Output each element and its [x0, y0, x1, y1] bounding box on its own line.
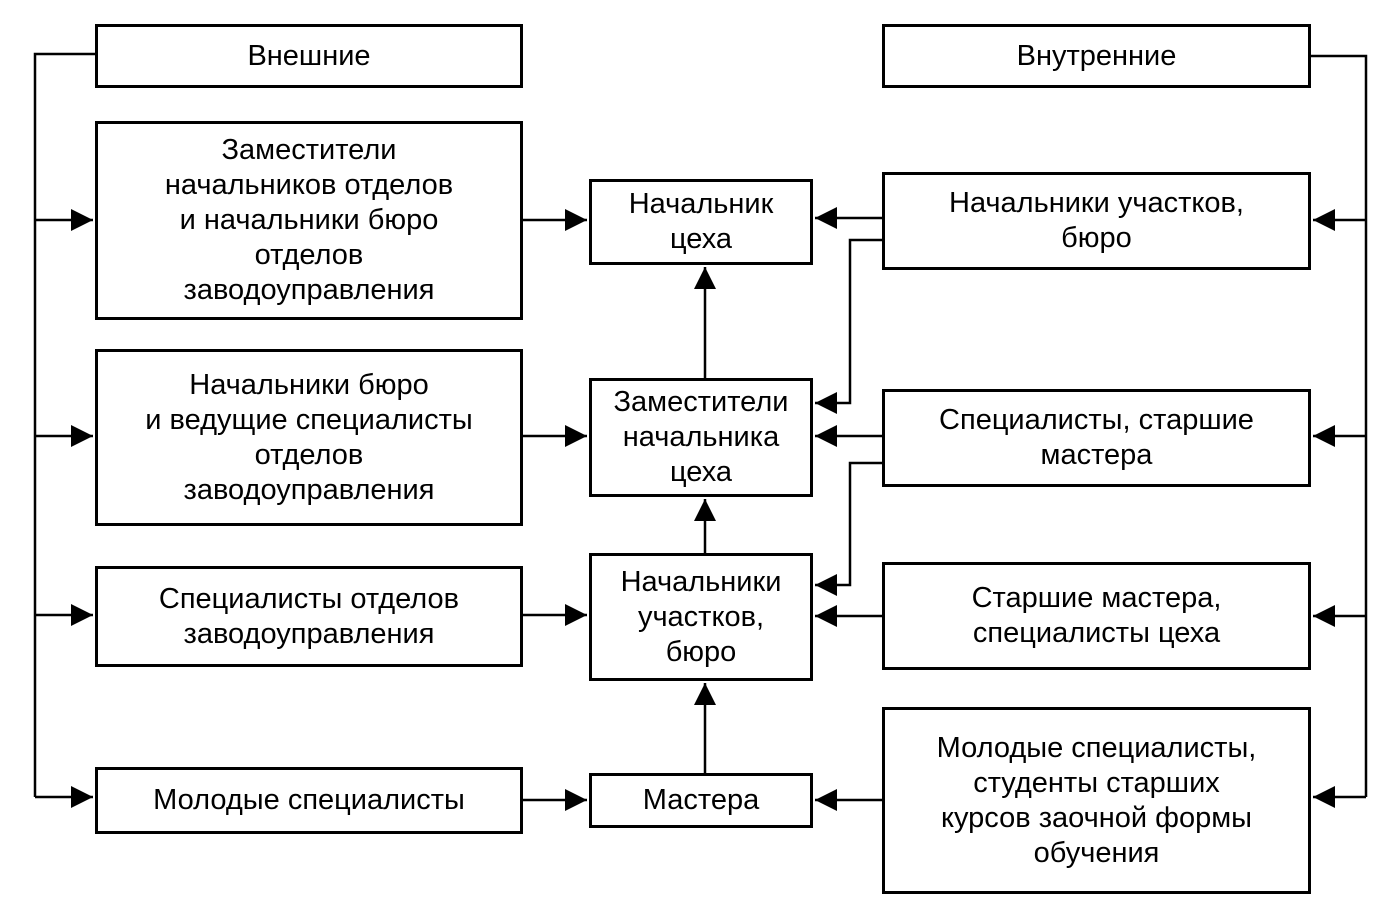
external-box-4: Молодые специалисты: [95, 767, 523, 834]
external-box-1: Заместители начальников отделов и началь…: [95, 121, 523, 320]
internal-box-2-label: Специалисты, старшие мастера: [939, 404, 1254, 471]
external-box-1-label: Заместители начальников отделов и началь…: [164, 134, 454, 306]
internal-box-1-label: Начальники участков, бюро: [949, 187, 1244, 254]
external-box-3: Специалисты отделов заводоуправления: [95, 566, 523, 667]
center-box-3-label: Начальники участков, бюро: [620, 565, 782, 668]
branch-right1-to-center2: [815, 238, 882, 414]
left-bus-line: [33, 52, 95, 797]
center-box-3: Начальники участков, бюро: [589, 553, 813, 681]
center-box-2: Заместители начальника цеха: [589, 378, 813, 497]
right-bus-line: [1311, 54, 1368, 797]
external-header-box: Внешние: [95, 24, 523, 88]
external-box-4-label: Молодые специалисты: [153, 784, 465, 816]
center-box-4-label: Мастера: [642, 784, 760, 816]
internal-box-4-label: Молодые специалисты, студенты старших ку…: [936, 731, 1257, 869]
center-box-4: Мастера: [589, 773, 813, 828]
center-box-1: Начальник цеха: [589, 179, 813, 265]
internal-box-3-label: Старшие мастера, специалисты цеха: [971, 582, 1222, 649]
internal-box-2: Специалисты, старшие мастера: [882, 389, 1311, 487]
internal-header-label: Внутренние: [1016, 39, 1177, 72]
center-box-1-label: Начальник цеха: [628, 188, 774, 255]
internal-box-1: Начальники участков, бюро: [882, 172, 1311, 270]
internal-header-box: Внутренние: [882, 24, 1311, 88]
external-header-label: Внешние: [247, 39, 371, 72]
branch-right2-to-center3: [815, 461, 882, 596]
internal-box-3: Старшие мастера, специалисты цеха: [882, 562, 1311, 670]
internal-box-4: Молодые специалисты, студенты старших ку…: [882, 707, 1311, 894]
external-box-3-label: Специалисты отделов заводоуправления: [158, 582, 460, 650]
external-box-2: Начальники бюро и ведущие специалисты от…: [95, 349, 523, 526]
external-box-2-label: Начальники бюро и ведущие специалисты от…: [145, 368, 473, 506]
center-box-2-label: Заместители начальника цеха: [613, 386, 789, 488]
